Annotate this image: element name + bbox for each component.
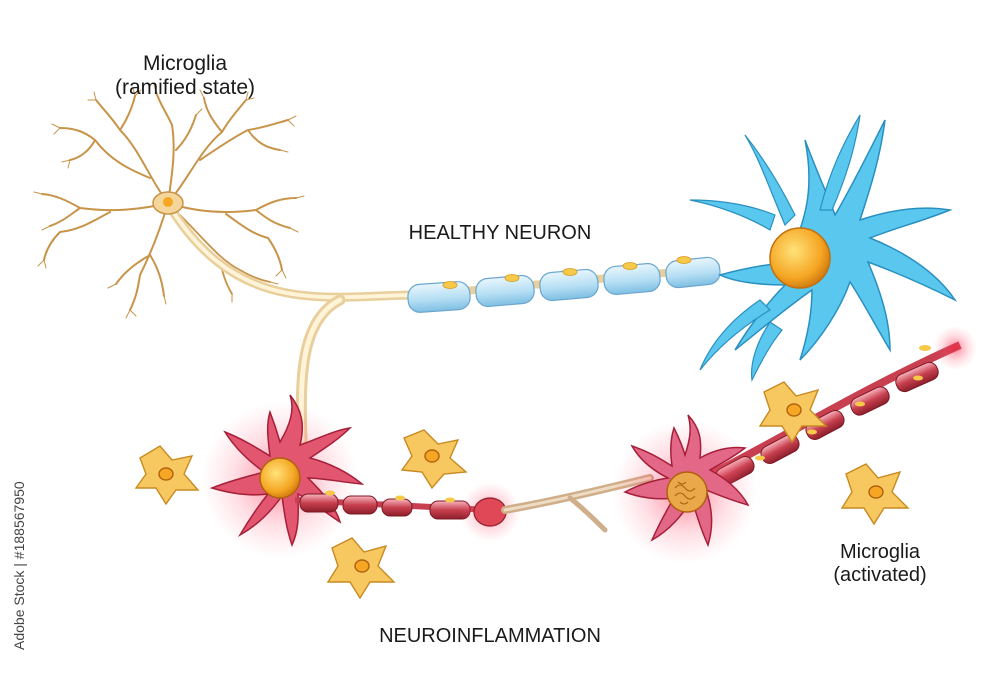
label-microglia-activated-line1: Microglia [839, 541, 921, 563]
stock-brand: Adobe Stock [11, 570, 27, 650]
inflamed-neuron-nucleus [259, 457, 301, 499]
activated-microglia-cell [134, 445, 200, 506]
stock-watermark: Adobe Stock | #188567950 [11, 481, 27, 650]
label-microglia-activated-line2: (activated) [833, 564, 927, 586]
ramified-microglia [33, 83, 305, 319]
activated-microglia-cell [758, 381, 828, 444]
healthy-neuron-nucleus [769, 227, 831, 289]
label-microglia-ramified-line2: (ramified state) [114, 76, 256, 100]
label-microglia-activated: Microglia (activated) [790, 541, 970, 587]
label-microglia-ramified-line1: Microglia [142, 52, 228, 75]
activated-microglia-cell [840, 463, 910, 526]
myelinated-axon [407, 256, 721, 313]
label-healthy-neuron: HEALTHY NEURON [408, 222, 592, 244]
activated-microglia-cell [400, 429, 468, 490]
damaged-neuron [613, 414, 757, 564]
stock-id: #188567950 [11, 481, 27, 560]
healthy-neuron [689, 114, 958, 383]
label-neuroinflammation: NEUROINFLAMMATION [379, 625, 601, 647]
activated-microglia-cell [326, 537, 396, 600]
activated-microglia-group [134, 381, 910, 600]
label-microglia-ramified: Microglia (ramified state) [70, 52, 300, 100]
inflamed-neuron [202, 394, 365, 558]
